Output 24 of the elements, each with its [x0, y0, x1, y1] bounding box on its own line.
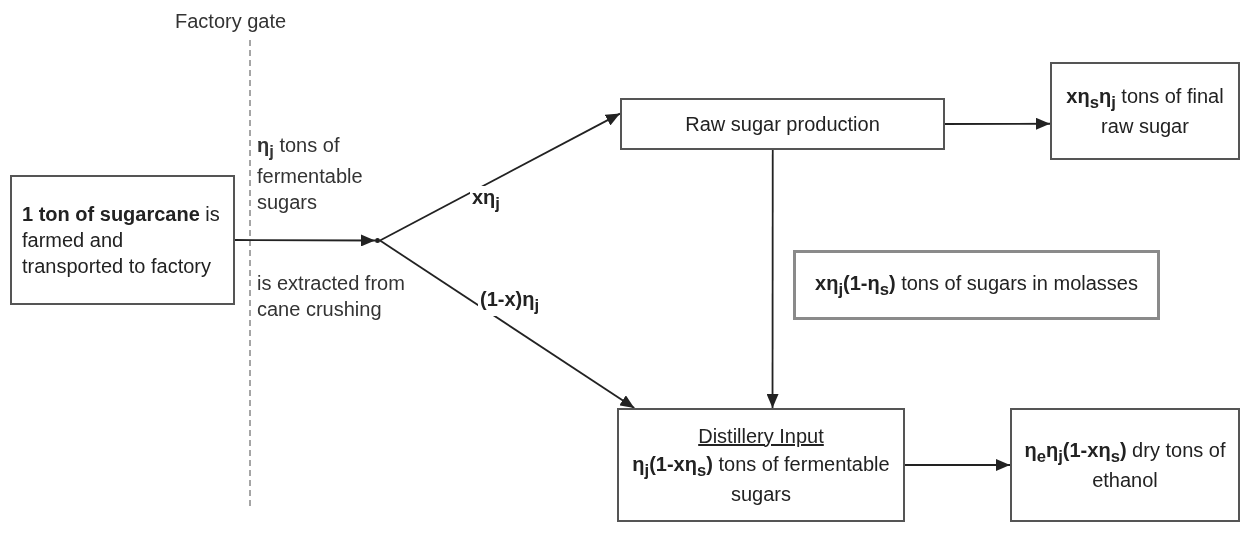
process-box	[620, 98, 945, 150]
box-text: Raw sugar production	[685, 112, 880, 137]
process-box	[1050, 62, 1240, 160]
arrow	[379, 239, 636, 409]
arrow	[944, 117, 1051, 130]
edge-label: xη$_{j}$	[470, 186, 502, 214]
process-box	[1010, 408, 1240, 522]
box-text: η$_{j}$(1-xη$_{s}$) tons of fermentable sugars	[631, 451, 891, 508]
arrow	[379, 112, 621, 242]
box-text: xη$_{s}$η$_{j}$ tons of final raw sugar	[1065, 83, 1225, 140]
box-text: xη$_{j}$(1-η$_{s}$) tons of sugars in molasses	[815, 270, 1138, 301]
arrow	[234, 234, 376, 247]
junction-point	[375, 238, 380, 243]
boundary-label: Factory gate	[175, 9, 288, 34]
process-box	[793, 250, 1160, 320]
arrow	[904, 459, 1011, 471]
process-box	[617, 408, 905, 522]
process-box	[10, 175, 235, 305]
annotation-text: is extracted from cane crushing	[257, 271, 406, 322]
box-text: η$_{e}$η$_{j}$(1-xη$_{s}$) dry tons of ethanol	[1023, 437, 1227, 494]
annotation-text: η$_{j}$ tons of fermentable sugars	[257, 133, 364, 215]
box-text: 1 ton of sugarcane is farmed and transported to factory	[22, 202, 221, 279]
box-heading: Distillery Input	[698, 423, 824, 449]
arrow	[766, 149, 779, 409]
